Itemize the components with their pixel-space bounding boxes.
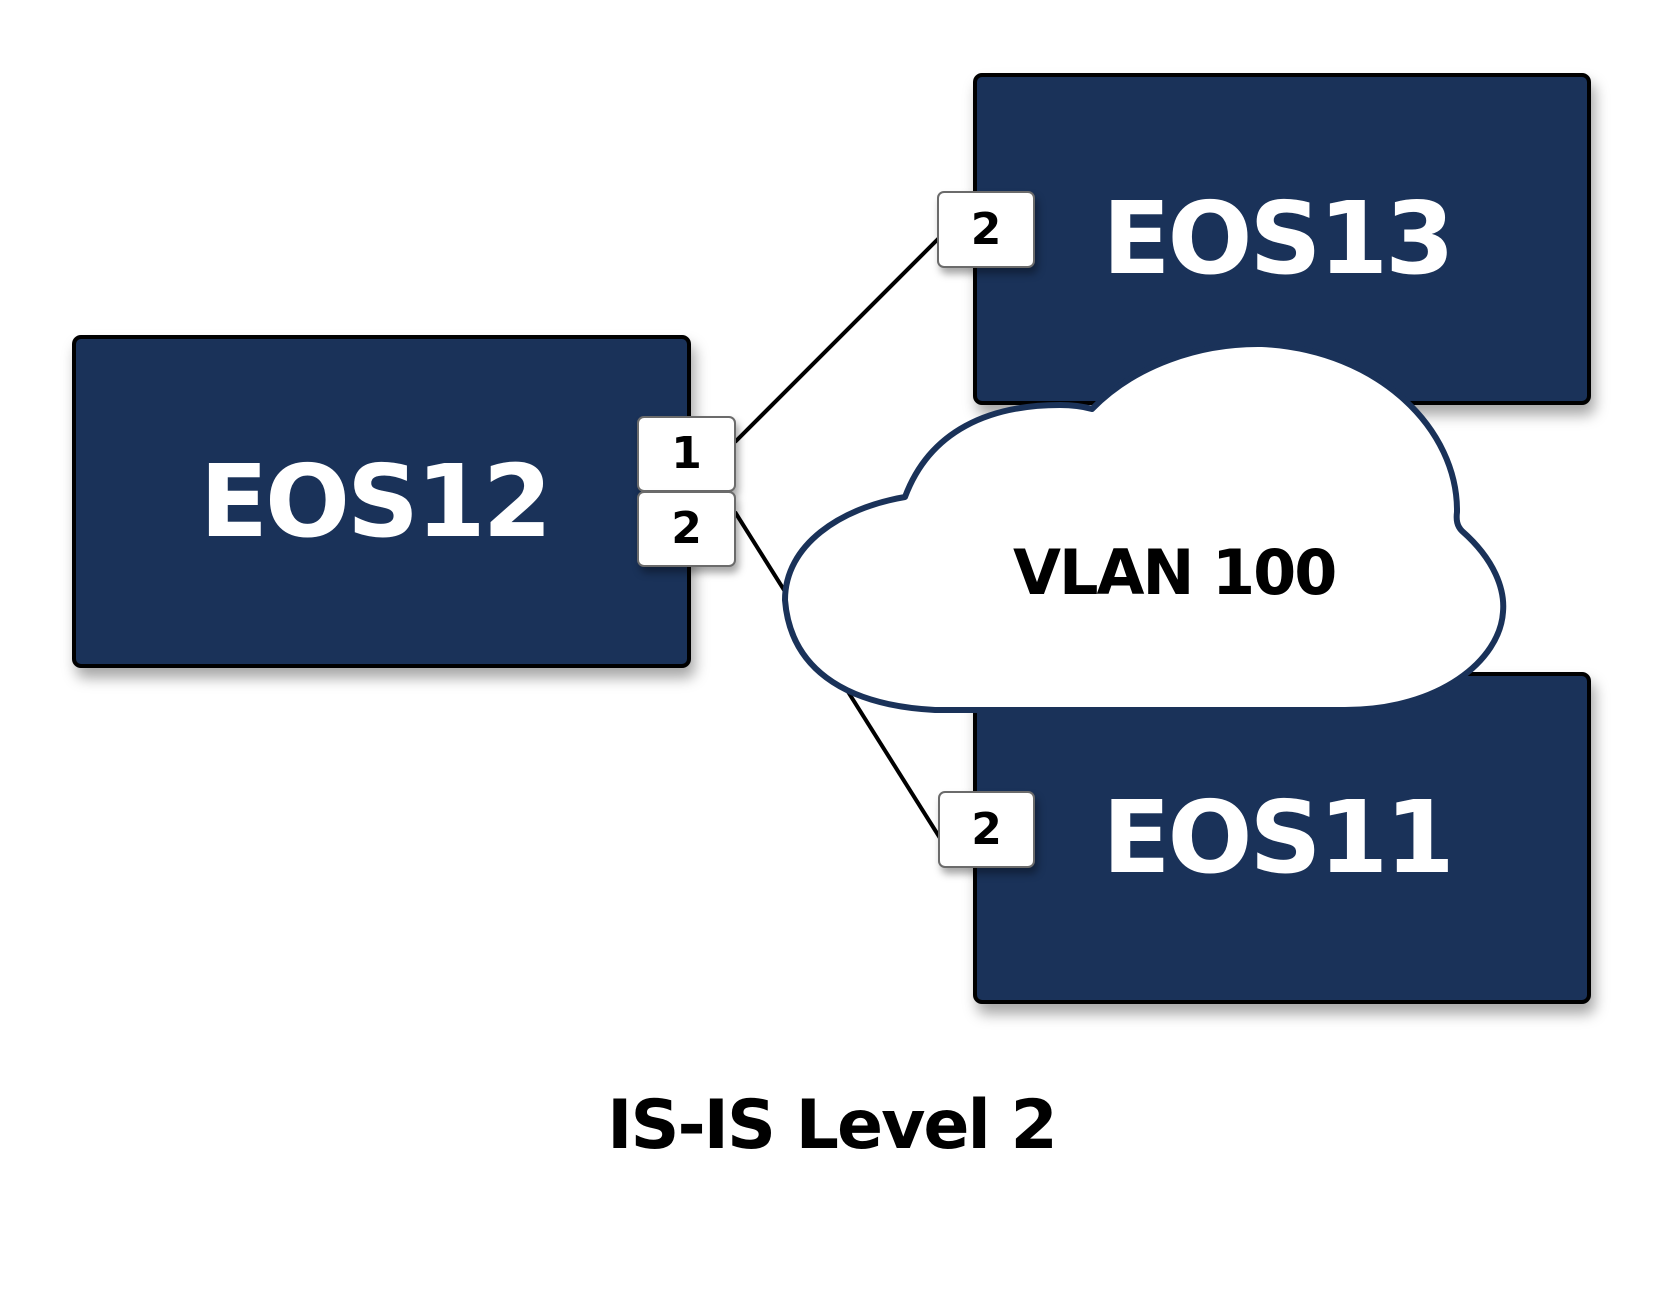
node-label: EOS11 bbox=[1102, 779, 1455, 896]
port-badge-eos12-1[interactable]: 1 bbox=[637, 416, 736, 492]
cloud-shape bbox=[782, 340, 1507, 713]
cloud-label: VLAN 100 bbox=[1013, 536, 1337, 609]
node-eos12[interactable]: EOS12 bbox=[72, 335, 691, 668]
port-badge-eos11-2[interactable]: 2 bbox=[938, 791, 1035, 868]
port-badge-eos13-2[interactable]: 2 bbox=[937, 191, 1035, 268]
diagram-caption: IS-IS Level 2 bbox=[607, 1086, 1058, 1165]
link-eos12-eos13 bbox=[733, 236, 941, 444]
node-label: EOS12 bbox=[199, 442, 553, 560]
port-badge-eos12-2[interactable]: 2 bbox=[637, 491, 736, 567]
node-label: EOS13 bbox=[1102, 180, 1455, 297]
